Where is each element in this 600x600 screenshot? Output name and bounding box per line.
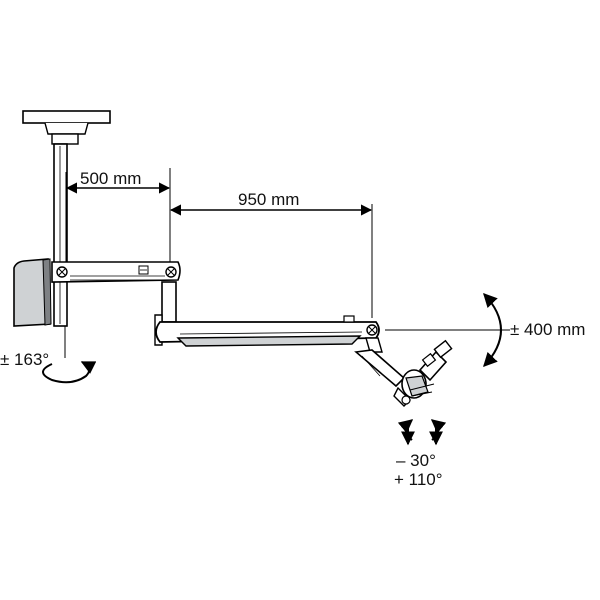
label-arm-rotation: ± 163° bbox=[0, 350, 49, 369]
ceiling-plate bbox=[22, 110, 111, 145]
microscope-head bbox=[354, 337, 453, 407]
vertical-column bbox=[53, 143, 68, 327]
upper-arm bbox=[51, 261, 181, 283]
label-500mm: 500 mm bbox=[80, 169, 141, 188]
label-tilt-max: + 110° bbox=[394, 470, 443, 489]
tilt-arrow-left-icon bbox=[397, 419, 415, 446]
column-rotation-arrow-icon bbox=[42, 361, 97, 384]
label-vertical-travel: ± 400 mm bbox=[510, 320, 585, 339]
objective-knob-icon bbox=[401, 395, 411, 405]
label-tilt-min: – 30° bbox=[396, 451, 436, 470]
spring-arm bbox=[155, 315, 380, 347]
vertical-travel-arrow-icon bbox=[483, 292, 502, 368]
label-950mm: 950 mm bbox=[238, 190, 299, 209]
tilt-arrow-right-icon bbox=[429, 419, 447, 446]
control-box bbox=[13, 258, 52, 327]
eyepiece-icon bbox=[433, 339, 453, 359]
arm-knob-icon bbox=[343, 315, 355, 323]
